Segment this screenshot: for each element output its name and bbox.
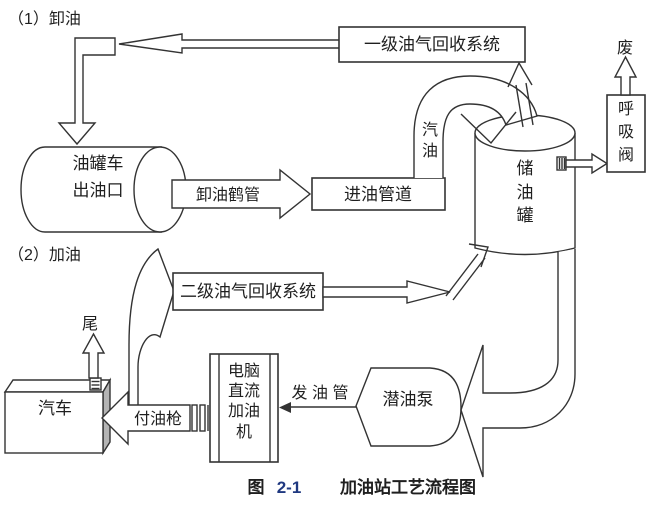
submersible-pump-shape [355,367,462,447]
car-label: 汽车 [38,399,72,418]
riser-arrowhead [460,111,517,145]
inlet-pipeline-box [311,177,446,211]
tank-to-valve-arrow [565,152,609,175]
vapor-return-arrow [118,33,342,54]
fuel-gun-arrow [101,390,191,446]
breathing-valve-label-char3: 阀 [618,146,634,164]
waste-gas-arrow [613,55,638,96]
dispenser: 电脑 直流 加油 机 [209,353,279,463]
waste-gas-label: 废 [617,39,633,57]
submersible-pump-label: 潜油泵 [383,390,434,409]
car: 汽车 [3,377,112,456]
caption-fig-number: 2-1 [277,478,302,497]
caption-title: 加油站工艺流程图 [339,477,476,497]
figure-caption: 图 2-1 加油站工艺流程图 [248,477,477,497]
delivery-pipe-label: 发 油 管 [292,384,349,402]
gasoline-riser-pipe [413,75,538,178]
breathing-valve-label-char2: 吸 [618,124,634,141]
tail-gas-label: 尾 [82,316,98,333]
storage-tank-label-char3: 罐 [517,206,534,225]
storage-tank-label-char2: 油 [517,183,534,202]
gasoline-label-char2: 油 [422,142,438,160]
dispenser-label-line4: 机 [236,423,252,441]
hose-connector [191,404,209,432]
primary-recovery-box [338,26,526,63]
section-unload-label: （1）卸油 [8,10,81,28]
secondary-to-tank-slanted-arrow [445,243,489,301]
unloading-crane-arrow [171,168,312,220]
tank-to-primary-arrow [507,61,534,128]
secondary-recovery-box [172,272,324,311]
primary-recovery-label: 一级油气回收系统 [364,35,500,54]
dispenser-label-line3: 加油 [228,402,260,420]
breathing-valve-label-char1: 呼 [618,100,634,118]
unloading-crane-label: 卸油鹤管 [196,186,260,204]
elbow-down-arrow [57,37,116,146]
inlet-pipeline-label: 进油管道 [344,185,412,204]
tank-to-pump-pipe-arrow [460,249,576,478]
gun-to-secondary-pipe-arrow [128,247,175,405]
tanker-outlet-label-line2: 出油口 [73,181,124,200]
dispenser-label-line2: 直流 [228,382,260,400]
breathing-valve-box [606,94,646,173]
tail-gas-vent [81,332,106,391]
section-refuel-label: （2）加油 [8,246,81,264]
storage-tank [474,114,576,256]
delivery-pipe-arrow [279,402,356,413]
secondary-to-tank-arrow [322,280,451,304]
secondary-recovery-label: 二级油气回收系统 [180,282,316,301]
tanker-cylinder: 油罐车 出油口 [20,146,187,233]
dispenser-label-line1: 电脑 [228,362,260,380]
fuel-gun-label: 付油枪 [134,410,182,428]
caption-fig-word: 图 [248,478,265,497]
gasoline-label-char1: 汽 [422,121,438,139]
tanker-outlet-label-line1: 油罐车 [73,154,124,173]
storage-tank-label-char1: 储 [517,159,534,178]
tank-vent-valve [556,156,567,171]
